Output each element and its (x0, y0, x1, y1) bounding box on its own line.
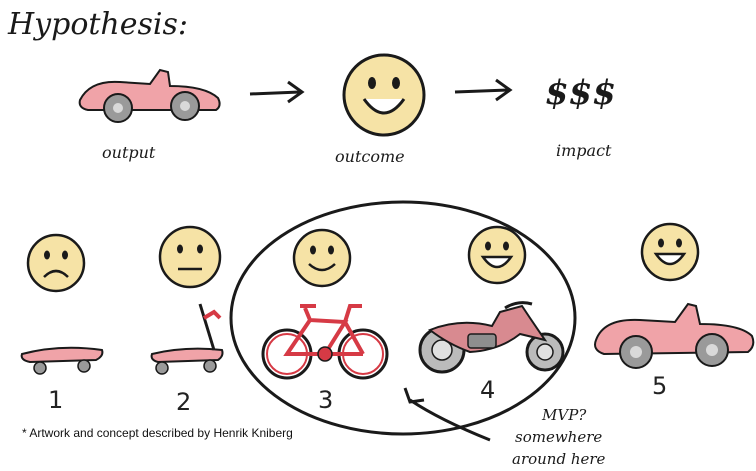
step-number-3: 3 (318, 386, 333, 414)
page-title: Hypothesis: (7, 7, 188, 42)
arrow-icon (454, 78, 513, 102)
impact-dollars: $$$ (545, 73, 616, 113)
mvp-note-line1: MVP? (541, 406, 587, 424)
curved-arrow-icon (403, 387, 491, 442)
sad-face-icon (26, 233, 86, 293)
output-label: output (102, 143, 156, 162)
motorcycle-icon (418, 301, 565, 374)
outcome-label: outcome (335, 147, 405, 166)
impact-label: impact (556, 141, 612, 160)
mvp-note-line2: somewhere (515, 428, 602, 446)
neutral-face-icon (158, 225, 222, 289)
step-number-5: 5 (652, 372, 667, 400)
bicycle-icon (261, 304, 389, 380)
skateboard-icon (20, 346, 104, 375)
smile-face-icon (292, 228, 352, 288)
footnote: * Artwork and concept described by Henri… (22, 426, 293, 440)
outcome-smile-face-icon (342, 53, 426, 137)
step-number-2: 2 (176, 388, 191, 416)
car-icon (594, 302, 755, 369)
mvp-circle (229, 200, 577, 436)
step-number-1: 1 (48, 386, 63, 414)
happy-face-icon (640, 222, 700, 282)
step-number-4: 4 (480, 376, 495, 404)
mvp-note-line3: around here (512, 450, 606, 468)
arrow-icon (249, 80, 305, 104)
happy-face-icon (467, 225, 527, 285)
output-car-icon (78, 68, 221, 123)
scooter-icon (150, 303, 224, 375)
